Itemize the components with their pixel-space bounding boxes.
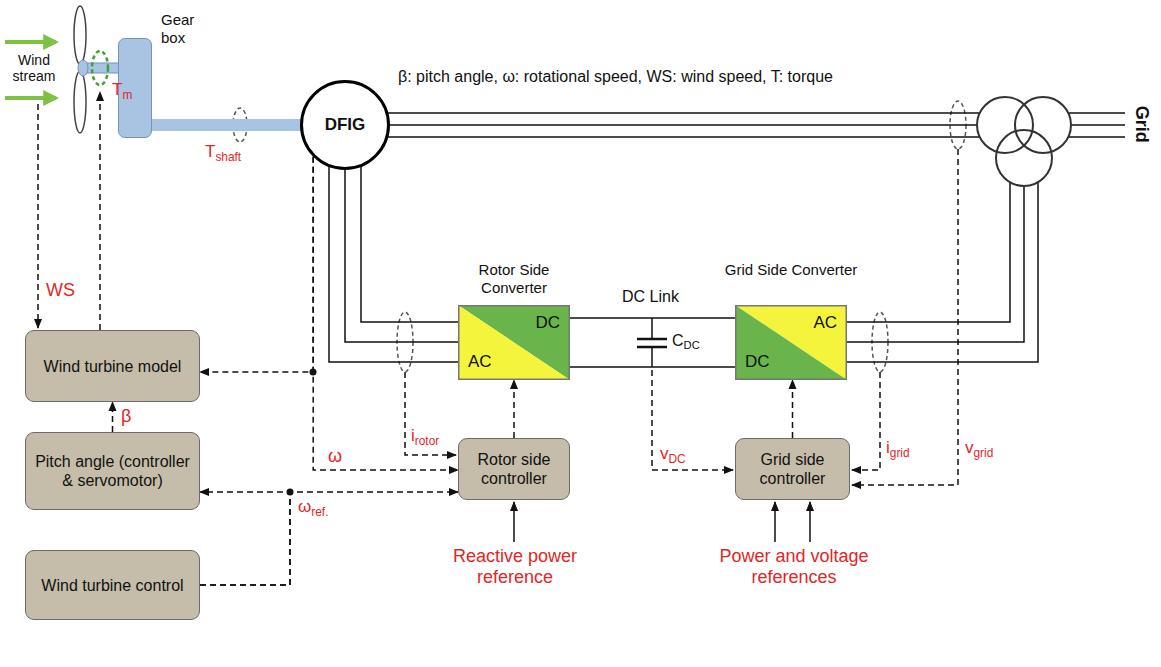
torque-label: Tm — [112, 80, 132, 100]
signal-name: irotor — [411, 426, 439, 446]
port-label: DC — [745, 352, 770, 372]
generator-circle: DFIG — [300, 80, 390, 170]
signal-arrow — [200, 157, 313, 372]
reference-arrows — [514, 502, 810, 542]
port-label: AC — [813, 313, 837, 333]
dc-link-label: DC Link — [622, 288, 679, 306]
signal-name: vDC — [660, 444, 686, 464]
grid-label: Grid — [1132, 104, 1153, 144]
key-text: β: pitch angle, ω: rotational speed, WS:… — [398, 68, 833, 86]
rotor-wires — [329, 167, 458, 362]
controller-box: Grid side controller — [735, 438, 850, 500]
dc-link-rails — [570, 318, 735, 367]
controller-box: Rotor side controller — [458, 438, 570, 500]
process-box: Pitch angle (controller & servomotor) — [25, 432, 200, 510]
signal-name: WS — [46, 280, 75, 301]
node-label: Gear box — [161, 11, 201, 47]
node-label: Rotor Side Converter — [444, 261, 584, 297]
signal-arrow — [112, 402, 114, 432]
port-label: AC — [468, 352, 492, 372]
process-box: Wind turbine control — [25, 550, 200, 620]
signal-arrow — [792, 380, 794, 438]
node-label: Grid Side Converter — [721, 261, 861, 279]
converter-box: Rotor Side ConverterDCAC — [458, 305, 570, 380]
capacitor-symbol — [637, 318, 667, 367]
torque-label: Tshaft — [205, 142, 241, 162]
process-box: Wind turbine model — [25, 330, 200, 402]
signal-name: ω — [328, 446, 342, 467]
node-label: Grid side controller — [744, 450, 841, 488]
node-label: Pitch angle (controller & servomotor) — [34, 452, 191, 490]
signal-arrow — [313, 157, 458, 470]
junction-dots — [287, 369, 317, 496]
signal-arrow — [200, 492, 290, 585]
signal-name: igrid — [886, 438, 910, 458]
port-label: DC — [535, 313, 560, 333]
reference-label: Power and voltage references — [706, 546, 882, 587]
shaft — [152, 119, 302, 131]
node-label: DFIG — [325, 115, 366, 135]
node-label: Wind turbine model — [44, 357, 182, 376]
node-label: Rotor side controller — [467, 450, 561, 488]
turbine-rotor — [74, 6, 119, 133]
transformer-symbol — [977, 97, 1071, 186]
signal-name: vgrid — [965, 438, 993, 458]
signal-arrow — [513, 380, 515, 438]
signal-arrow — [200, 492, 458, 585]
node-label: Wind turbine control — [41, 576, 183, 595]
converter-box: Grid Side ConverterACDC — [735, 305, 847, 380]
signal-name: ωref. — [298, 497, 328, 517]
signal-name: β — [121, 406, 131, 427]
component-name: CDC — [672, 332, 700, 350]
signal-lines — [38, 92, 958, 485]
wind-label: Wind stream — [4, 52, 64, 84]
reference-label: Reactive power reference — [436, 546, 594, 587]
